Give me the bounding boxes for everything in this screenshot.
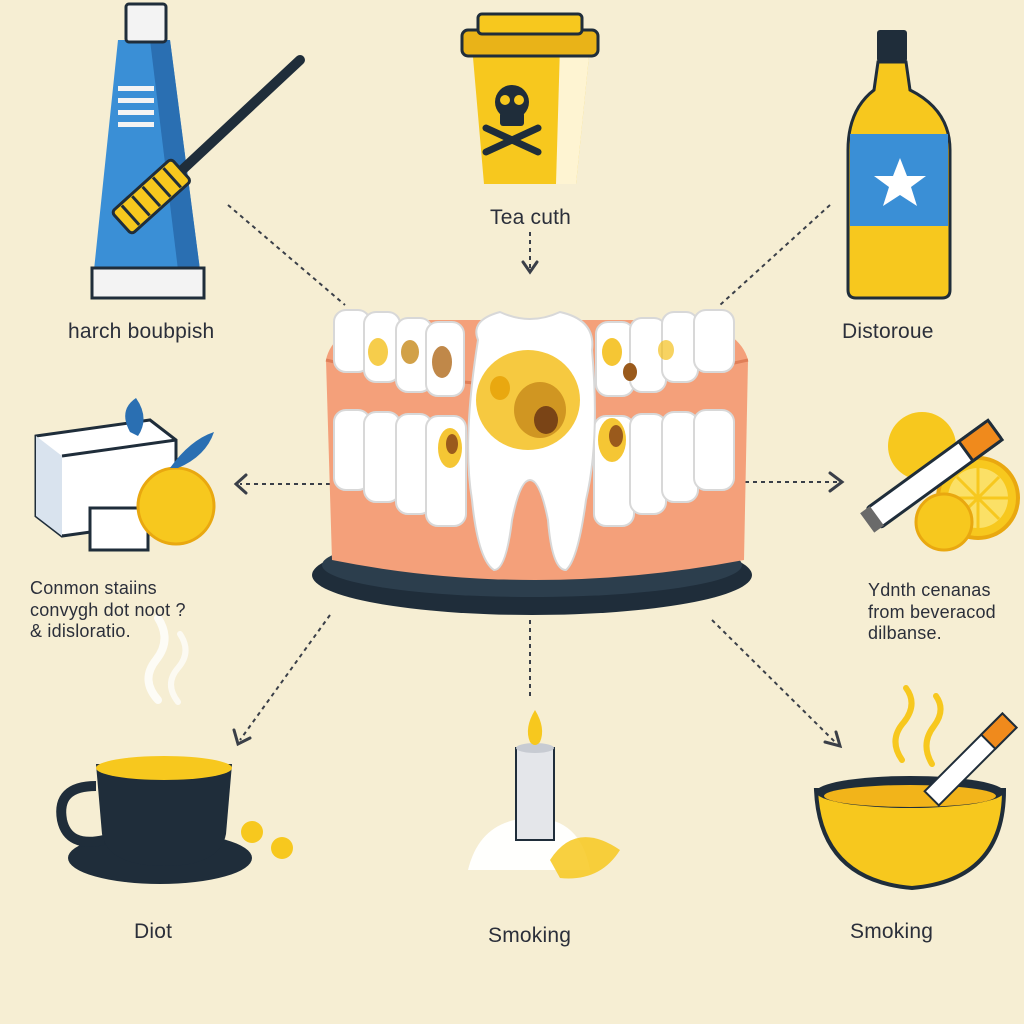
label-beverage-stains-line-1: Ydnth cenanas	[868, 580, 991, 600]
arrow-heads	[232, 260, 845, 749]
arrowhead-mid-right	[828, 471, 845, 493]
tea-bowl-icon	[813, 685, 1018, 891]
label-common-stains: Conmon staiins convygh dot noot ? & idis…	[30, 578, 186, 643]
cigarette-icon	[860, 418, 1005, 533]
denture-icon	[312, 309, 752, 615]
coffee-cup-icon	[56, 614, 293, 884]
candle-icon	[468, 710, 620, 879]
label-beverage-stains: Ydnth cenanas from beveracod dilbanse.	[868, 580, 996, 645]
label-common-stains-line-3: & idisloratio.	[30, 621, 131, 642]
bottle-icon	[846, 30, 952, 300]
stained-tooth	[467, 310, 596, 572]
arrow-top-left	[227, 204, 346, 306]
label-distoroue: Distoroue	[842, 320, 934, 343]
label-common-stains-line-1: Conmon staiins	[30, 578, 157, 598]
label-tea-cup: Tea cuth	[490, 206, 571, 229]
label-beverage-stains-line-3: dilbanse.	[868, 623, 942, 644]
lemon-icon	[125, 398, 216, 546]
label-harsh-brushing: harch boubpish	[68, 320, 215, 343]
label-diet: Diot	[134, 920, 173, 943]
label-smoking-right: Smoking	[850, 920, 934, 943]
arrowhead-mid-left	[233, 473, 248, 495]
toothpaste-icon	[90, 2, 206, 300]
label-smoking-center: Smoking	[488, 924, 572, 947]
label-beverage-stains-line-2: from beveracod	[868, 601, 996, 622]
toothbrush-icon	[111, 55, 305, 235]
arrowhead-bottom-right	[823, 730, 843, 749]
skull-icon	[482, 85, 542, 156]
poison-cup-icon	[460, 12, 600, 184]
arrow-top-right	[719, 204, 831, 306]
connector-arrows	[227, 204, 840, 743]
label-common-stains-line-2: convygh dot noot ?	[30, 599, 186, 620]
tooth-stains	[368, 338, 674, 468]
lemon-slice-icon	[888, 412, 1020, 552]
arrow-bottom-right	[711, 619, 836, 743]
arrowhead-bottom-left	[232, 728, 252, 747]
arrowhead-top-center	[521, 260, 539, 275]
arrow-bottom-left	[239, 614, 331, 741]
